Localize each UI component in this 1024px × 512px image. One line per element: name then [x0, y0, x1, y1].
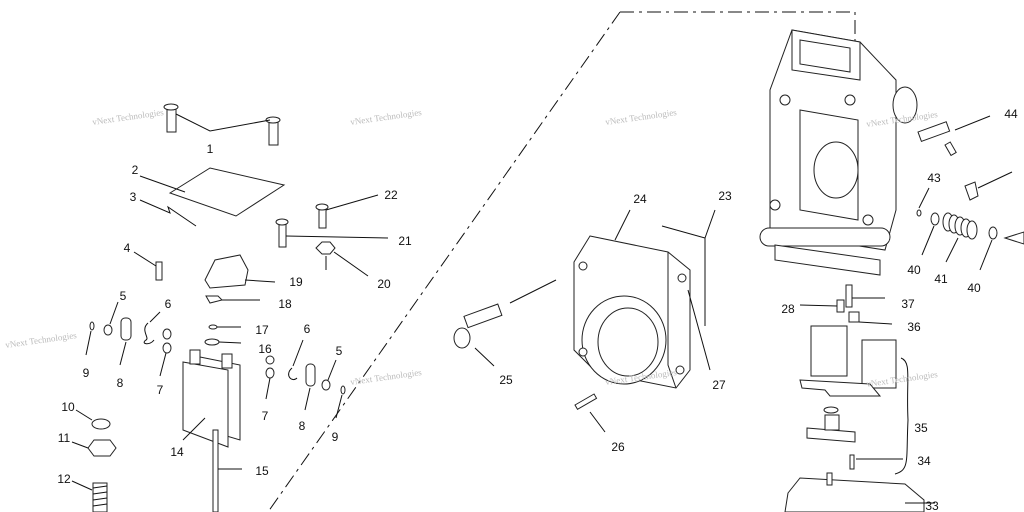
callout: 16: [258, 342, 272, 356]
part-carb-body-24: [573, 235, 691, 389]
callout: 6: [164, 297, 172, 311]
callout: 44: [1004, 107, 1018, 121]
part-screw-1: [163, 103, 281, 146]
callout: 9: [331, 430, 339, 444]
part-jet-37: [845, 284, 853, 308]
part-spring-41: [942, 212, 978, 240]
part-needle-15: [212, 429, 219, 512]
part-plate-2: [168, 167, 286, 217]
callout: 37: [901, 297, 915, 311]
callout: 21: [398, 234, 412, 248]
callout: 8: [116, 376, 124, 390]
part-jet-28: [836, 299, 845, 313]
callout: 11: [57, 431, 71, 445]
callout: 15: [255, 464, 269, 478]
callout: 14: [170, 445, 184, 459]
callout: 19: [289, 275, 303, 289]
callout: 40: [967, 281, 981, 295]
callout: 28: [781, 302, 795, 316]
callout: 40: [907, 263, 921, 277]
callout: 18: [278, 297, 292, 311]
callout: 41: [934, 272, 948, 286]
callout: 6: [303, 322, 311, 336]
part-fitting-44: [917, 121, 957, 157]
part-wire-3: [139, 199, 197, 227]
callout: 36: [907, 320, 921, 334]
callout: 10: [61, 400, 75, 414]
callout: 35: [914, 421, 928, 435]
part-clip-18: [205, 295, 223, 304]
callout: 17: [255, 323, 269, 337]
part-gasket-33: [784, 477, 925, 512]
part-cap: [964, 181, 979, 201]
callout: 34: [917, 454, 931, 468]
callout: 33: [925, 499, 939, 512]
part-slide-14: [182, 349, 241, 448]
part-carb-housing: [759, 29, 918, 276]
callout: 7: [156, 383, 164, 397]
part-screw-21: [278, 222, 287, 248]
callout: 26: [611, 440, 625, 454]
callout: 1: [206, 142, 214, 156]
callout: 3: [129, 190, 137, 204]
callout: 8: [298, 419, 306, 433]
part-spring-12: [92, 482, 108, 512]
callout: 20: [377, 277, 391, 291]
part-nut-11: [87, 439, 117, 457]
part-screw-25: [453, 303, 503, 349]
part-float-35: [799, 325, 897, 470]
callout: 5: [119, 289, 127, 303]
part-nut-10: [91, 418, 111, 430]
callout: 23: [718, 189, 732, 203]
part-screw-22: [318, 207, 327, 229]
part-bracket-19: [204, 254, 249, 289]
callout: 22: [384, 188, 398, 202]
part-nut-20: [315, 241, 336, 255]
callout: 7: [261, 409, 269, 423]
part-screw-4: [155, 261, 163, 281]
part-pin-26: [574, 393, 598, 411]
callout: 2: [131, 163, 139, 177]
callout: 12: [57, 472, 71, 486]
assembly-centerline: [267, 11, 856, 512]
callout: 4: [123, 241, 131, 255]
callout: 27: [712, 378, 726, 392]
part-jet-36: [848, 311, 860, 323]
callout: 43: [927, 171, 941, 185]
callout: 25: [499, 373, 513, 387]
callout: 5: [335, 344, 343, 358]
callout: 9: [82, 366, 90, 380]
callout: 24: [633, 192, 647, 206]
